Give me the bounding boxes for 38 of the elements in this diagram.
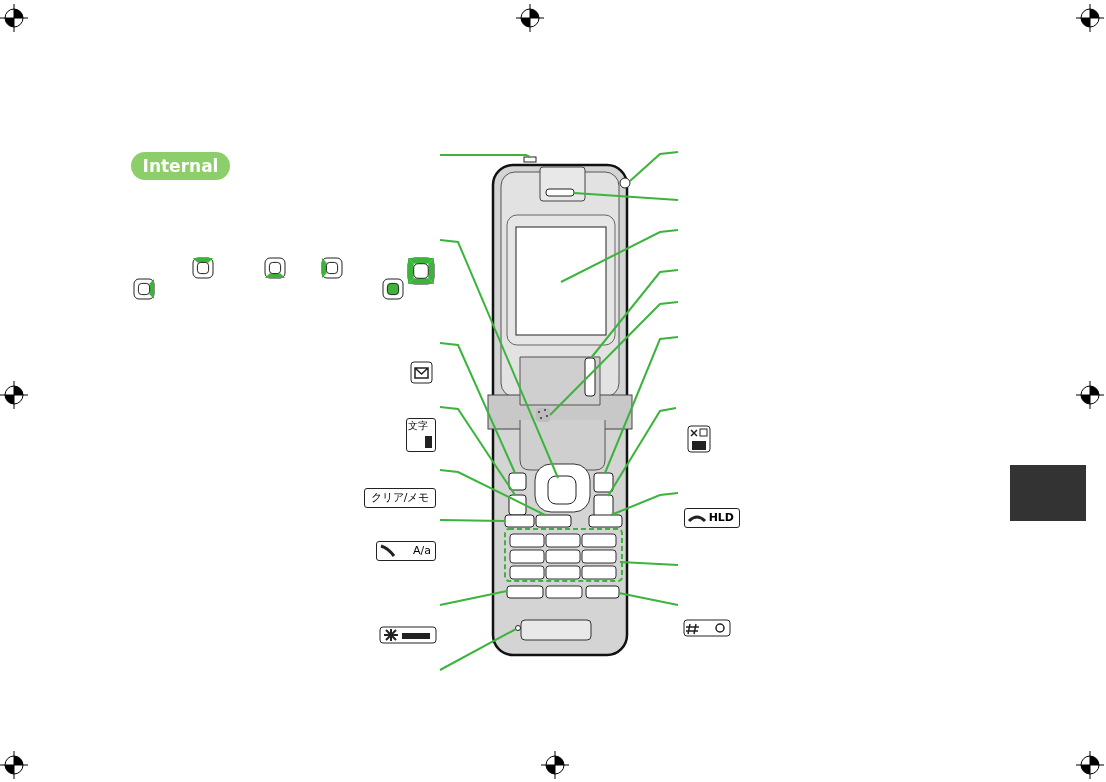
earpiece xyxy=(545,188,575,197)
leader-line xyxy=(439,406,516,496)
side-switch xyxy=(584,357,596,397)
display-screen xyxy=(515,226,607,336)
leader-line xyxy=(610,492,679,516)
call-key xyxy=(504,514,535,528)
hash-key xyxy=(585,585,620,599)
center-key xyxy=(547,475,577,505)
leader-line xyxy=(439,154,531,158)
section-badge: Internal xyxy=(131,152,230,180)
leader-line xyxy=(573,192,679,201)
mail-key xyxy=(508,472,527,491)
leader-line xyxy=(439,469,546,516)
keypad xyxy=(504,528,623,582)
call-key-icon: A/a xyxy=(376,541,436,561)
leader-line xyxy=(560,229,679,283)
leader-line xyxy=(439,342,516,474)
clear-key xyxy=(535,514,572,528)
leader-line xyxy=(619,561,679,566)
clear-memo-key-icon: クリア/メモ xyxy=(364,488,436,508)
web-key xyxy=(593,472,614,493)
leader-line xyxy=(629,151,679,182)
leader-line xyxy=(439,628,517,671)
camera-lens xyxy=(619,177,631,189)
leader-line xyxy=(439,239,559,479)
leader-line xyxy=(439,590,508,606)
leader-line xyxy=(604,336,679,474)
leader-line xyxy=(618,592,679,606)
leader-line xyxy=(439,519,506,522)
indicator-light xyxy=(523,156,537,163)
leader-line xyxy=(590,269,679,359)
speaker xyxy=(536,408,550,422)
end-key xyxy=(588,514,623,528)
leader-line xyxy=(549,301,679,416)
star-key xyxy=(506,585,544,599)
microphone xyxy=(515,625,521,631)
end-key-icon: HLD xyxy=(684,508,740,528)
leader-line xyxy=(607,407,677,497)
